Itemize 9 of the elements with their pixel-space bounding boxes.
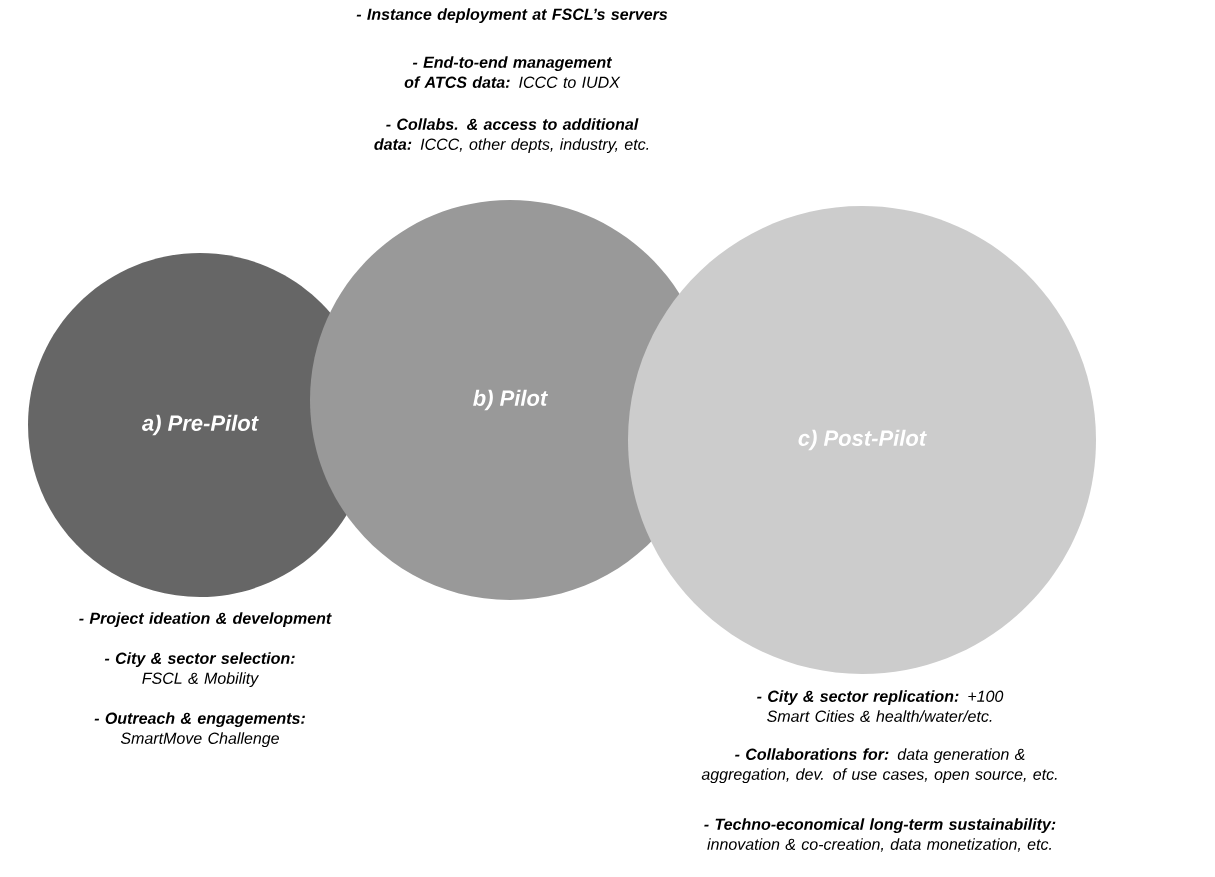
annotation-text: - Collaborations for: data generation & aggregation, dev. of use cases, open source, etc.	[701, 748, 1057, 784]
annotation-text: - Instance deployment at FSCL’s servers	[356, 8, 668, 24]
annotation-text: - End-to-end management of ATCS data: ICCC to IUDX	[404, 56, 621, 88]
annotation-text: - Techno-economical long-term sustainability: innovation & co-creation, data monetization, etc.	[704, 818, 1056, 852]
annotation-text: - Outreach & engagements: SmartMove Challenge	[94, 712, 305, 748]
annotation-text: - City & sector replication: +100 Smart Cities & health/water/etc.	[757, 690, 1004, 722]
annotation-text: - Project ideation & development	[79, 612, 332, 628]
annotation-text: - Collabs. & access to additional data: ICCC, other depts, industry, etc.	[374, 118, 649, 154]
annotation-text: - City & sector selection: FSCL & Mobility	[104, 652, 295, 688]
